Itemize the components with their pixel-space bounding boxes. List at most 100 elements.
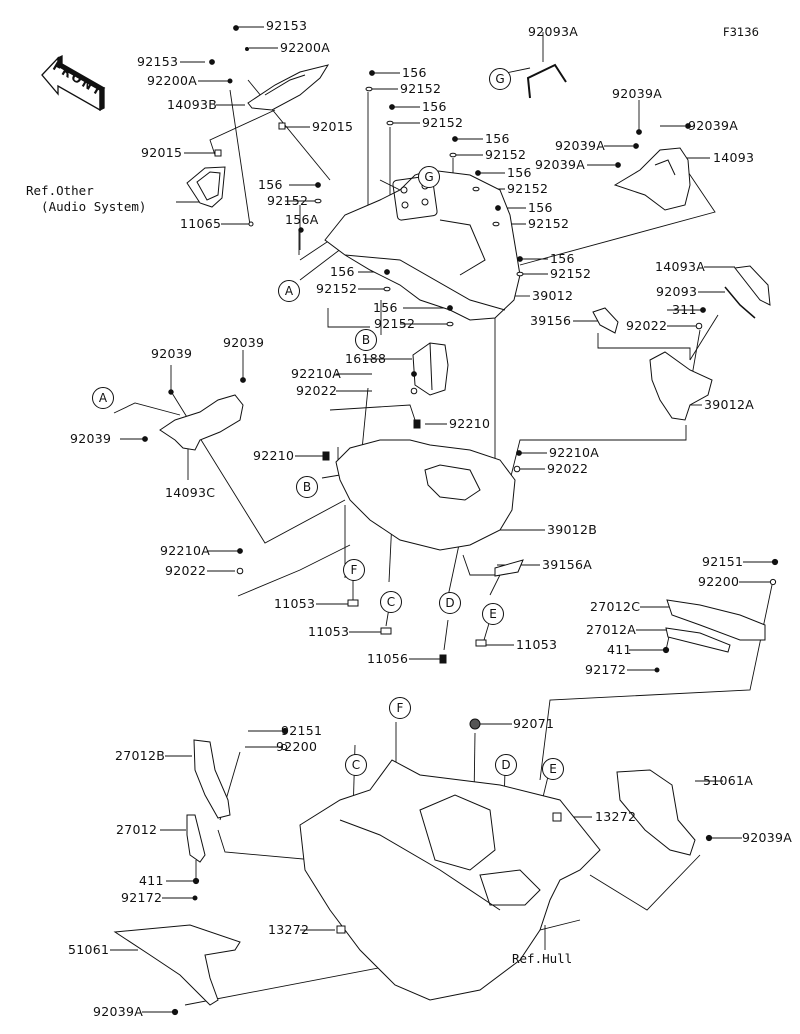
- part-label[interactable]: 92039A: [742, 830, 793, 845]
- callout-a: A: [92, 387, 114, 409]
- part-label[interactable]: 13272: [268, 922, 310, 937]
- callout-d: D: [495, 754, 517, 776]
- part-label[interactable]: 92039: [223, 335, 265, 350]
- part-label[interactable]: 14093B: [167, 97, 218, 112]
- part-39012b-tray-shape: [335, 439, 516, 551]
- part-27012c-shape: [666, 599, 766, 641]
- part-label[interactable]: 13272: [595, 809, 637, 824]
- part-label[interactable]: 11053: [516, 637, 558, 652]
- part-label[interactable]: 92200A: [280, 40, 331, 55]
- callout-c: C: [345, 754, 367, 776]
- part-label[interactable]: 92200: [698, 574, 740, 589]
- part-label[interactable]: 92071: [513, 716, 555, 731]
- part-label[interactable]: 11053: [274, 596, 316, 611]
- part-label[interactable]: 156: [402, 65, 427, 80]
- part-label[interactable]: 92151: [702, 554, 744, 569]
- part-label[interactable]: 11053: [308, 624, 350, 639]
- part-14093-shape: [613, 147, 691, 211]
- part-label[interactable]: 411: [139, 873, 164, 888]
- part-label[interactable]: 92152: [507, 181, 549, 196]
- callout-g: G: [418, 166, 440, 188]
- part-label[interactable]: 39012A: [704, 397, 755, 412]
- part-label[interactable]: 156: [422, 99, 447, 114]
- part-39012a-shape: [649, 351, 713, 421]
- part-label[interactable]: 27012B: [115, 748, 166, 763]
- part-51061-shape: [113, 924, 241, 1006]
- part-label[interactable]: 92152: [400, 81, 442, 96]
- part-label[interactable]: 92210: [449, 416, 491, 431]
- front-arrow-shape: [41, 54, 106, 112]
- part-label[interactable]: 92152: [267, 193, 309, 208]
- part-label[interactable]: 92093A: [528, 24, 579, 39]
- part-label[interactable]: 92039: [70, 431, 112, 446]
- part-16188-shape: [412, 342, 449, 396]
- part-label[interactable]: 92172: [585, 662, 627, 677]
- part-label[interactable]: 92151: [281, 723, 323, 738]
- part-label[interactable]: 92153: [266, 18, 308, 33]
- part-14093b-shape: [247, 64, 330, 111]
- part-label[interactable]: 92152: [485, 147, 527, 162]
- part-label[interactable]: 39012B: [547, 522, 598, 537]
- part-label[interactable]: 11056: [367, 651, 409, 666]
- part-label[interactable]: 92152: [374, 316, 416, 331]
- part-92093a-shape: [526, 63, 567, 99]
- part-label[interactable]: 27012A: [586, 622, 637, 637]
- part-label[interactable]: 39012: [532, 288, 574, 303]
- part-label[interactable]: 11065: [180, 216, 222, 231]
- callout-b: B: [355, 329, 377, 351]
- part-label[interactable]: 92172: [121, 890, 163, 905]
- part-label[interactable]: 92039A: [688, 118, 739, 133]
- part-label[interactable]: 16188: [345, 351, 387, 366]
- part-label[interactable]: 92200: [276, 739, 318, 754]
- part-label[interactable]: 92022: [296, 383, 338, 398]
- part-label[interactable]: 39156: [530, 313, 572, 328]
- part-label[interactable]: 92152: [316, 281, 358, 296]
- callout-a: A: [278, 280, 300, 302]
- part-label[interactable]: 92152: [528, 216, 570, 231]
- part-92093-shape: [724, 286, 756, 319]
- part-label[interactable]: 156: [330, 264, 355, 279]
- part-label[interactable]: 14093C: [165, 485, 216, 500]
- part-label[interactable]: 92039A: [93, 1004, 144, 1019]
- part-label[interactable]: 92152: [550, 266, 592, 281]
- part-label[interactable]: 92200A: [147, 73, 198, 88]
- part-label[interactable]: 92210: [253, 448, 295, 463]
- part-label[interactable]: 92022: [547, 461, 589, 476]
- part-label[interactable]: 27012C: [590, 599, 641, 614]
- hull-shape: [299, 759, 601, 1001]
- ref-hull: Ref.Hull: [512, 951, 573, 966]
- part-label[interactable]: 92022: [626, 318, 668, 333]
- part-51061a-shape: [616, 769, 696, 856]
- part-label[interactable]: 14093A: [655, 259, 706, 274]
- part-label[interactable]: 27012: [116, 822, 158, 837]
- part-label[interactable]: 156: [373, 300, 398, 315]
- part-label[interactable]: 92152: [422, 115, 464, 130]
- part-label[interactable]: 51061: [68, 942, 110, 957]
- part-label[interactable]: 39156A: [542, 557, 593, 572]
- part-label[interactable]: 92210A: [549, 445, 600, 460]
- part-label[interactable]: 156: [485, 131, 510, 146]
- part-label[interactable]: 156: [507, 165, 532, 180]
- part-label[interactable]: 92015: [312, 119, 354, 134]
- part-label[interactable]: 311: [672, 302, 697, 317]
- part-label[interactable]: 156: [550, 251, 575, 266]
- part-label[interactable]: 51061A: [703, 773, 754, 788]
- part-14093c-shape: [159, 394, 244, 451]
- part-label[interactable]: 92015: [141, 145, 183, 160]
- part-label[interactable]: 92039: [151, 346, 193, 361]
- part-label[interactable]: 92210A: [160, 543, 211, 558]
- part-label[interactable]: 156: [528, 200, 553, 215]
- part-label[interactable]: 92039A: [555, 138, 606, 153]
- part-27012b-shape: [193, 739, 231, 819]
- ref-audio-system: Ref.Other (Audio System): [26, 183, 147, 215]
- part-label[interactable]: 92210A: [291, 366, 342, 381]
- part-label[interactable]: 156A: [285, 212, 319, 227]
- part-label[interactable]: 14093: [713, 150, 755, 165]
- part-label[interactable]: 411: [607, 642, 632, 657]
- part-label[interactable]: 92039A: [535, 157, 586, 172]
- part-label[interactable]: 92022: [165, 563, 207, 578]
- part-label[interactable]: 92093: [656, 284, 698, 299]
- part-label[interactable]: 92039A: [612, 86, 663, 101]
- part-label[interactable]: 156: [258, 177, 283, 192]
- part-label[interactable]: 92153: [137, 54, 179, 69]
